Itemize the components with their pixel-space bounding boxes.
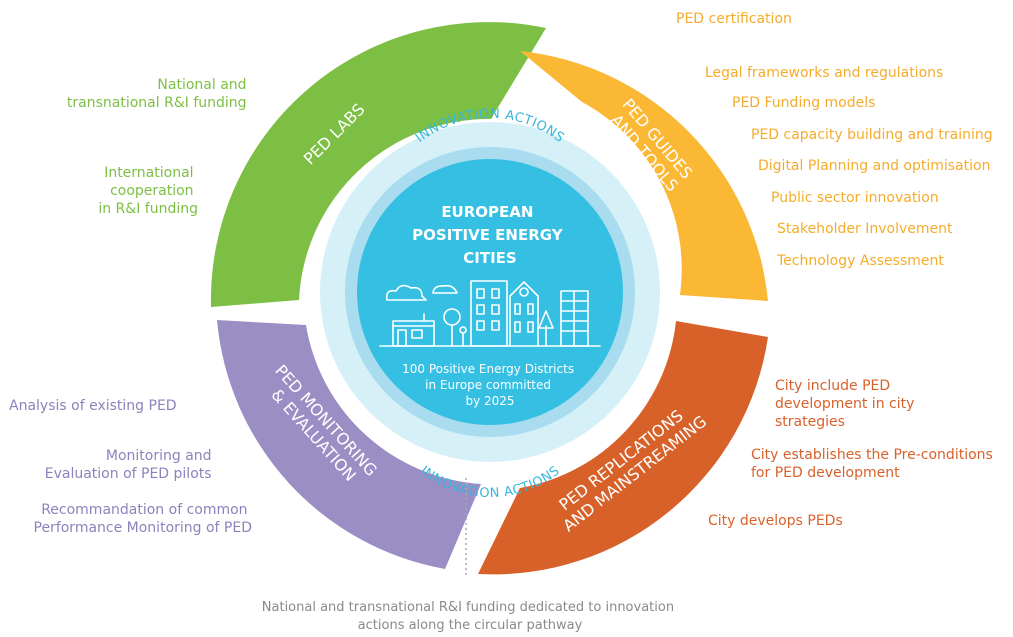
footer-line: actions along the circular pathway <box>358 618 583 633</box>
labs-item-line: transnational R&I funding <box>67 95 247 111</box>
replication-item-line: for PED development <box>751 465 900 481</box>
svg-text:EUROPEAN POSITIVE ENERGY: EUROPEAN POSITIVE ENERGY CITIES <box>412 203 568 267</box>
svg-text:100 Positive Energy Districts: 100 Positive Energy Districts in Europe … <box>402 362 578 408</box>
replication-item-line: strategies <box>775 414 845 430</box>
ped-labs-arrow <box>210 22 547 307</box>
labs-item-line: cooperation <box>110 183 193 199</box>
guides-item: Technology Assessment <box>776 253 944 269</box>
center-title-line: POSITIVE ENERGY <box>412 226 564 244</box>
svg-text:National and transnational: National and transnational R&I funding I… <box>67 77 251 217</box>
svg-text:National and transnational R&I: National and transnational R&I funding d… <box>262 600 678 633</box>
guides-item: Digital Planning and optimisation <box>758 158 990 174</box>
center-title-line: EUROPEAN <box>441 203 533 221</box>
guides-item: PED Funding models <box>732 95 875 111</box>
monitoring-item-line: Analysis of existing PED <box>9 398 177 414</box>
guides-item: Legal frameworks and regulations <box>705 65 943 81</box>
monitoring-item-line: Recommandation of common <box>41 502 247 518</box>
guides-item: PED capacity building and training <box>751 127 993 143</box>
footer-line: National and transnational R&I funding d… <box>262 600 674 615</box>
monitoring-item-line: Monitoring and <box>106 448 212 464</box>
ped-replications-arrow <box>478 321 768 575</box>
monitoring-item-line: Performance Monitoring of PED <box>34 520 253 536</box>
guides-item: Public sector innovation <box>771 190 939 206</box>
labs-item-line: in R&I funding <box>98 201 198 217</box>
replication-item-line: development in city <box>775 396 914 412</box>
labs-item-line: International <box>104 165 193 181</box>
guides-item: Stakeholder Involvement <box>777 221 953 237</box>
replication-item-line: City develops PEDs <box>708 513 843 529</box>
svg-text:Monitoring and Evaluation: Monitoring and Evaluation of PED pilots … <box>34 448 253 536</box>
replication-item-line: City establishes the Pre-conditions <box>751 447 993 463</box>
center-title-line: CITIES <box>463 249 516 267</box>
center-subtitle-line: in Europe committed <box>425 378 551 392</box>
svg-text:City include PED developme: City include PED development in city str… <box>708 378 997 529</box>
center-subtitle-line: by 2025 <box>465 394 514 408</box>
guides-item: PED certification <box>676 11 792 27</box>
replication-item-line: City include PED <box>775 378 890 394</box>
monitoring-item-line: Evaluation of PED pilots <box>45 466 212 482</box>
ped-monitoring-arrow <box>217 320 481 569</box>
labs-item-line: National and <box>157 77 246 93</box>
center-disc <box>357 159 623 425</box>
svg-text:PED certification Legal fr: PED certification Legal frameworks and r… <box>676 11 997 269</box>
svg-text:Analysis of existing PED: Analysis of existing PED <box>9 398 177 414</box>
ped-guides-arrow <box>520 51 768 301</box>
city-skyline-icon <box>379 280 601 347</box>
center-subtitle-line: 100 Positive Energy Districts <box>402 362 574 376</box>
